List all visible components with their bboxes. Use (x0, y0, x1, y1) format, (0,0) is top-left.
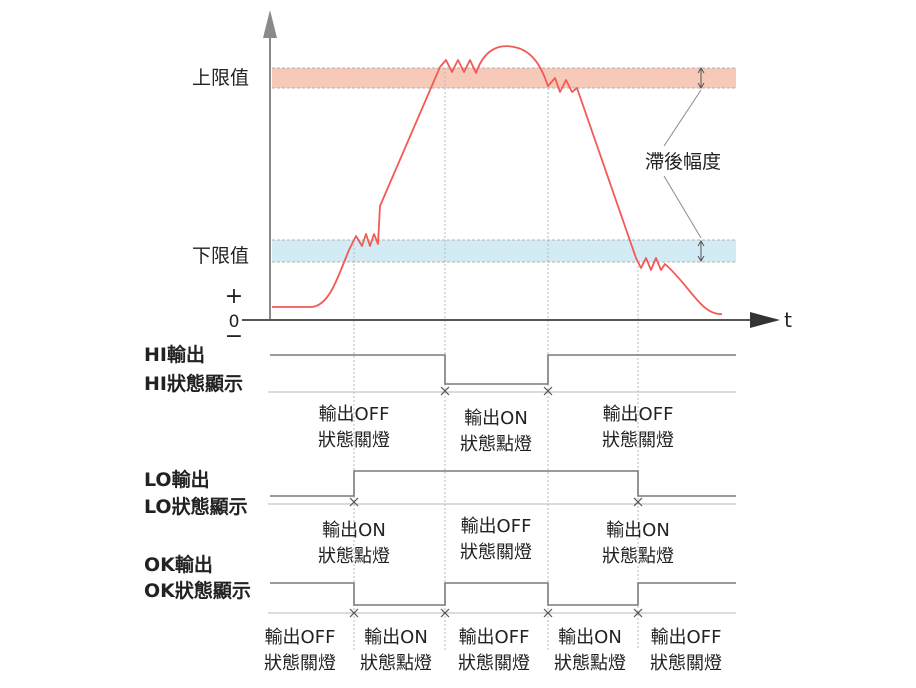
lo-output-label: LO輸出 (144, 468, 210, 491)
ok-state-2-status: 狀態點燈 (360, 653, 432, 674)
hysteresis-leader-lower (663, 175, 702, 239)
lower-hysteresis-marker (697, 240, 705, 262)
hi-output-waveform (270, 354, 736, 385)
lower-hysteresis-band (272, 240, 736, 262)
ok-state-4-status: 狀態點燈 (554, 653, 626, 674)
minus-sign: − (225, 324, 243, 349)
hi-state-1-output: 輸出OFF (319, 404, 390, 425)
lo-state-3-output: 輸出ON (606, 520, 670, 541)
hi-state-2-output: 輸出ON (464, 408, 528, 429)
upper-hysteresis-band (272, 68, 736, 88)
ok-state-5-output: 輸出OFF (651, 627, 722, 648)
hysteresis-leader-upper (663, 89, 702, 147)
ok-state-3-output: 輸出OFF (459, 627, 530, 648)
ok-delay-markers (349, 608, 643, 618)
hysteresis-label: 滯後幅度 (645, 151, 721, 173)
y-axis-arrow-icon (263, 10, 277, 38)
plus-sign: + (225, 284, 243, 309)
hi-status-label: HI狀態顯示 (144, 372, 243, 395)
lo-output-waveform (270, 470, 736, 497)
lo-delay-markers (349, 497, 643, 507)
ok-state-1-output: 輸出OFF (265, 627, 336, 648)
ok-state-2-output: 輸出ON (364, 627, 428, 648)
hi-state-1-status: 狀態關燈 (318, 430, 390, 451)
lo-state-2-output: 輸出OFF (461, 516, 532, 537)
lo-state-2-status: 狀態關燈 (460, 542, 532, 563)
signal-curve (272, 45, 723, 315)
x-axis-arrow-icon (750, 312, 780, 328)
ok-output-label: OK輸出 (144, 553, 213, 576)
upper-hysteresis-marker (697, 67, 705, 89)
ok-status-label: OK狀態顯示 (144, 579, 251, 602)
hi-state-3-status: 狀態關燈 (602, 430, 674, 451)
zero-label: 0 (229, 312, 240, 332)
lo-state-3-status: 狀態點燈 (602, 546, 674, 567)
ok-state-3-status: 狀態關燈 (458, 653, 530, 674)
hi-delay-markers (440, 386, 553, 396)
upper-limit-label: 上限值 (192, 67, 249, 89)
ok-output-waveform (270, 582, 736, 606)
lower-limit-label: 下限值 (192, 245, 249, 267)
hi-state-3-output: 輸出OFF (603, 404, 674, 425)
lo-state-1-status: 狀態點燈 (318, 546, 390, 567)
ok-state-1-status: 狀態關燈 (264, 653, 336, 674)
hi-output-label: HI輸出 (144, 343, 205, 366)
hi-state-2-status: 狀態點燈 (460, 434, 532, 455)
ok-state-5-status: 狀態關燈 (650, 653, 722, 674)
ok-state-4-output: 輸出ON (558, 627, 622, 648)
lo-state-1-output: 輸出ON (322, 520, 386, 541)
lo-status-label: LO狀態顯示 (144, 495, 248, 518)
time-axis-label: t (784, 308, 792, 332)
